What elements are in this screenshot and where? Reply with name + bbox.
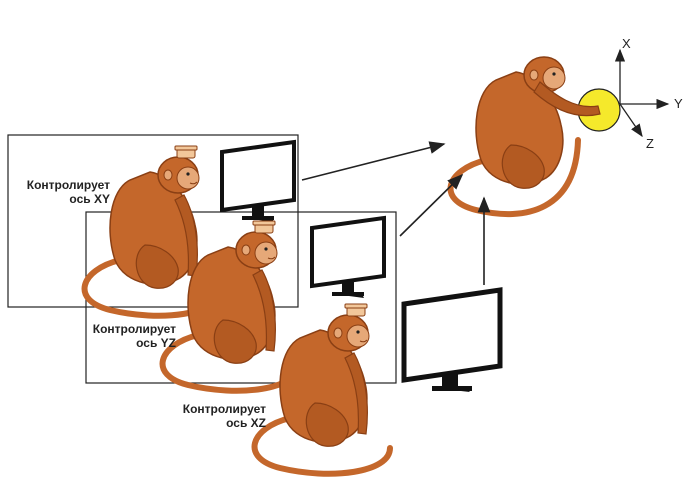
- monkey-target: [447, 56, 581, 218]
- arrow-xy: [301, 141, 446, 181]
- label-xy: Контролирует ось XY: [10, 178, 110, 206]
- axis-z-label: Z: [646, 136, 654, 151]
- axis-y-label: Y: [674, 96, 683, 111]
- target-monkey-arm: [533, 81, 601, 117]
- label-xz-line2: ось XZ: [226, 416, 266, 430]
- label-xy-line2: ось XY: [69, 192, 110, 206]
- arrow-yz: [399, 173, 464, 237]
- monitor-xy: [220, 140, 296, 224]
- label-xz-line1: Контролирует: [182, 402, 266, 416]
- label-yz: Контролирует ось YZ: [76, 322, 176, 350]
- axis-x-label: X: [622, 36, 631, 51]
- frame-xy: [7, 134, 299, 308]
- monitor-yz: [310, 216, 386, 300]
- label-yz-line2: ось YZ: [136, 336, 176, 350]
- coordinate-axes: [614, 48, 670, 138]
- label-yz-line1: Контролирует: [92, 322, 176, 336]
- monitor-xz: [401, 287, 503, 392]
- label-xz: Контролирует ось XZ: [166, 402, 266, 430]
- label-xy-line1: Контролирует: [26, 178, 110, 192]
